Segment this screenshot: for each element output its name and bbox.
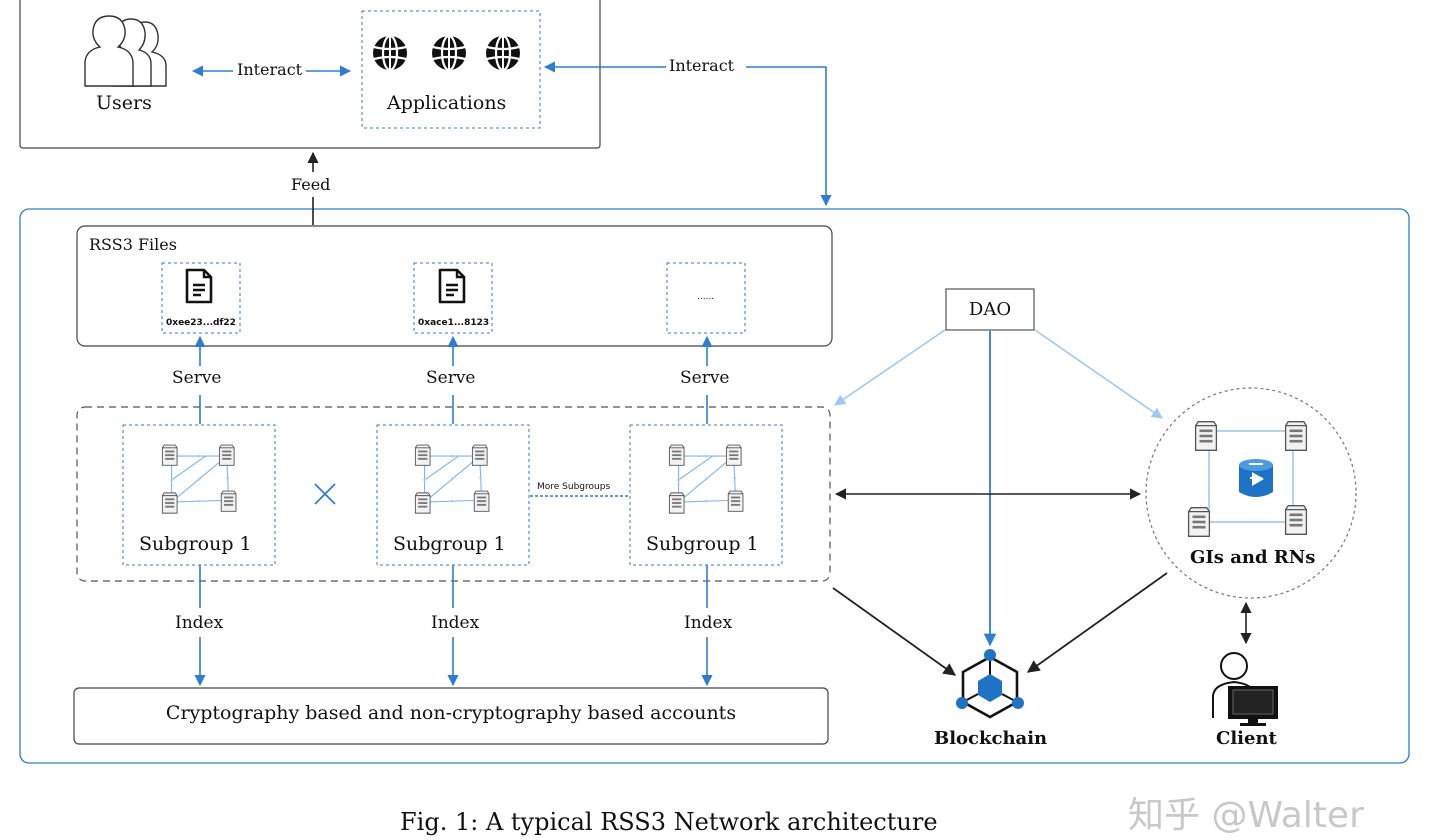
top-container: [19, 0, 601, 149]
globe-icon: [430, 34, 468, 72]
node-mesh-icon: [415, 445, 489, 513]
subgroup-label: Subgroup 1: [393, 533, 506, 555]
figure-caption: Fig. 1: A typical RSS3 Network architect…: [400, 808, 938, 836]
accounts-box: [73, 687, 829, 745]
server-icon: [1284, 421, 1308, 451]
watermark: 知乎 @Walter: [1128, 795, 1364, 836]
file-box: [666, 262, 746, 334]
server-icon: [1194, 421, 1218, 451]
document-icon: [438, 268, 466, 304]
accounts-label: Cryptography based and non-cryptography …: [165, 702, 737, 724]
gis-circle: [1145, 387, 1357, 599]
serve-label: Serve: [172, 368, 222, 388]
gis-label: GIs and RNs: [1190, 547, 1316, 568]
users-label: Users: [96, 92, 152, 114]
file-name: 0xee23...df22: [166, 318, 236, 328]
index-label: Index: [431, 613, 480, 633]
dao-to-subgroups-arrow: [834, 329, 946, 406]
server-icon: [1187, 507, 1211, 537]
interact-label-right: Interact: [669, 56, 735, 75]
users-icon: [84, 15, 167, 87]
client-label: Client: [1216, 728, 1277, 749]
serve-label: Serve: [680, 368, 730, 388]
dao-box: [945, 288, 1035, 331]
subgroup-label: Subgroup 1: [139, 533, 252, 555]
applications-box: [361, 10, 541, 129]
globe-icon: [484, 34, 522, 72]
document-icon: [185, 268, 213, 304]
file-box: [161, 262, 241, 334]
file-box: [413, 262, 493, 334]
dao-to-gis-arrow: [1034, 329, 1163, 419]
interact-label-left: Interact: [237, 60, 303, 79]
file-placeholder: ......: [697, 292, 715, 302]
subgroup-box: [629, 424, 783, 566]
blockchain-icon: [956, 649, 1024, 719]
file-name: 0xace1...8123: [418, 318, 490, 328]
more-subgroups-label: More Subgroups: [537, 482, 611, 492]
subgroup-box: [122, 424, 276, 566]
applications-label: Applications: [387, 92, 507, 114]
gis-to-blockchain-arrow: [1026, 572, 1168, 673]
rss3-files-title: RSS3 Files: [89, 235, 177, 254]
node-mesh-icon: [162, 445, 236, 513]
router-icon: [1239, 459, 1273, 497]
client-icon: [1212, 652, 1278, 726]
blockchain-label: Blockchain: [934, 728, 1048, 749]
globe-icon: [371, 34, 409, 72]
dao-label: DAO: [968, 299, 1012, 320]
gis-mesh: [1208, 430, 1294, 523]
subgroups-to-blockchain-arrow: [832, 587, 957, 676]
cross-icon: [314, 483, 336, 505]
serve-label: Serve: [426, 368, 476, 388]
node-mesh-icon: [669, 445, 743, 513]
subgroup-label: Subgroup 1: [646, 533, 759, 555]
index-label: Index: [684, 613, 733, 633]
index-label: Index: [175, 613, 224, 633]
network-container: [19, 208, 1410, 764]
feed-label: Feed: [291, 175, 331, 194]
interact-arrow-network: [746, 66, 832, 207]
server-icon: [1284, 505, 1308, 535]
